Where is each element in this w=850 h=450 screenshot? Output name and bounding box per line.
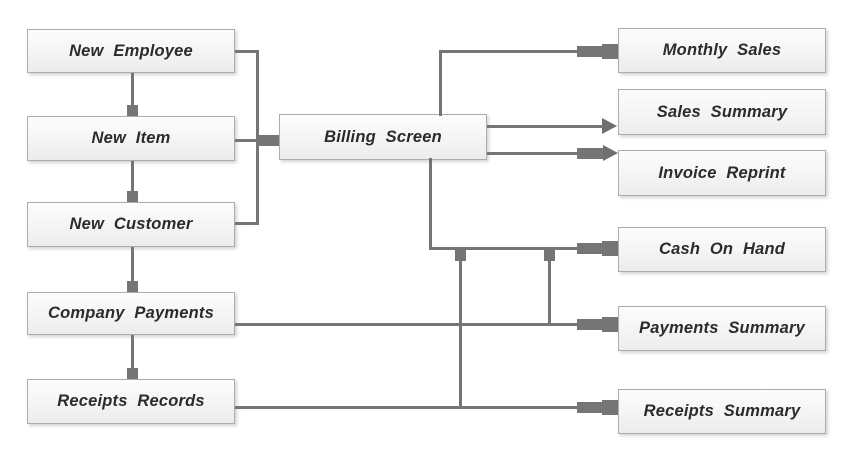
node-sales-summary: Sales Summary bbox=[618, 89, 826, 135]
thick-stub-cash-on-hand bbox=[577, 243, 604, 254]
node-label: Monthly Sales bbox=[662, 41, 782, 59]
connector-employee-item bbox=[131, 73, 134, 111]
connector-invoice-reprint bbox=[487, 152, 582, 155]
thick-stub-billing-entry bbox=[256, 135, 279, 146]
square-marker-icon bbox=[127, 281, 138, 292]
node-label: Receipts Records bbox=[57, 392, 205, 410]
thick-stub-payments-summary bbox=[577, 319, 604, 330]
thick-stub-receipts-summary bbox=[577, 402, 604, 413]
stub-head-payments-summary bbox=[602, 317, 618, 332]
stub-head-monthly-sales bbox=[602, 44, 618, 59]
square-marker-icon bbox=[127, 368, 138, 379]
node-receipts-records: Receipts Records bbox=[27, 379, 235, 424]
node-label: Sales Summary bbox=[656, 102, 788, 121]
node-cash-on-hand: Cash On Hand bbox=[618, 227, 826, 272]
node-label: Payments Summary bbox=[639, 319, 805, 337]
connector-item-exit bbox=[235, 139, 259, 142]
square-marker-icon bbox=[127, 105, 138, 116]
node-monthly-sales: Monthly Sales bbox=[618, 28, 826, 73]
connector-billing-top bbox=[439, 50, 442, 116]
stub-head-receipts-summary bbox=[602, 400, 618, 415]
node-new-item: New Item bbox=[27, 116, 235, 161]
node-label: Receipts Summary bbox=[643, 402, 801, 420]
connector-branch-payments bbox=[548, 255, 551, 326]
connector-receipts-summary bbox=[235, 406, 580, 409]
connector-billing-bottom bbox=[429, 158, 432, 250]
arrowhead-icon bbox=[603, 145, 618, 161]
connector-payments-receipts bbox=[131, 335, 134, 374]
thick-stub-invoice-reprint bbox=[577, 148, 607, 159]
node-invoice-reprint: Invoice Reprint bbox=[618, 150, 826, 196]
node-company-payments: Company Payments bbox=[27, 292, 235, 335]
thick-stub-monthly-sales bbox=[577, 46, 604, 57]
node-receipts-summary: Receipts Summary bbox=[618, 389, 826, 434]
connector-sales-summary bbox=[487, 125, 605, 128]
square-marker-icon bbox=[127, 191, 138, 202]
node-label: Cash On Hand bbox=[658, 240, 786, 258]
connector-employee-exit bbox=[235, 50, 259, 53]
node-new-employee: New Employee bbox=[27, 29, 235, 73]
connector-cash-on-hand bbox=[429, 247, 579, 250]
connector-customer-payments bbox=[131, 247, 134, 287]
node-label: New Employee bbox=[69, 41, 193, 60]
node-billing-screen: Billing Screen bbox=[279, 114, 487, 160]
node-label: Billing Screen bbox=[324, 127, 442, 146]
stub-head-cash-on-hand bbox=[602, 241, 618, 256]
connector-payments-summary bbox=[235, 323, 580, 326]
connector-item-customer bbox=[131, 161, 134, 197]
node-new-customer: New Customer bbox=[27, 202, 235, 247]
node-label: New Item bbox=[91, 129, 171, 147]
node-payments-summary: Payments Summary bbox=[618, 306, 826, 351]
arrowhead-icon bbox=[602, 118, 617, 134]
node-label: Invoice Reprint bbox=[658, 163, 786, 182]
node-label: Company Payments bbox=[48, 304, 214, 322]
node-label: New Customer bbox=[69, 215, 193, 233]
connector-monthly-sales bbox=[439, 50, 579, 53]
connector-branch-receipts bbox=[459, 255, 462, 409]
connector-customer-exit bbox=[235, 222, 259, 225]
